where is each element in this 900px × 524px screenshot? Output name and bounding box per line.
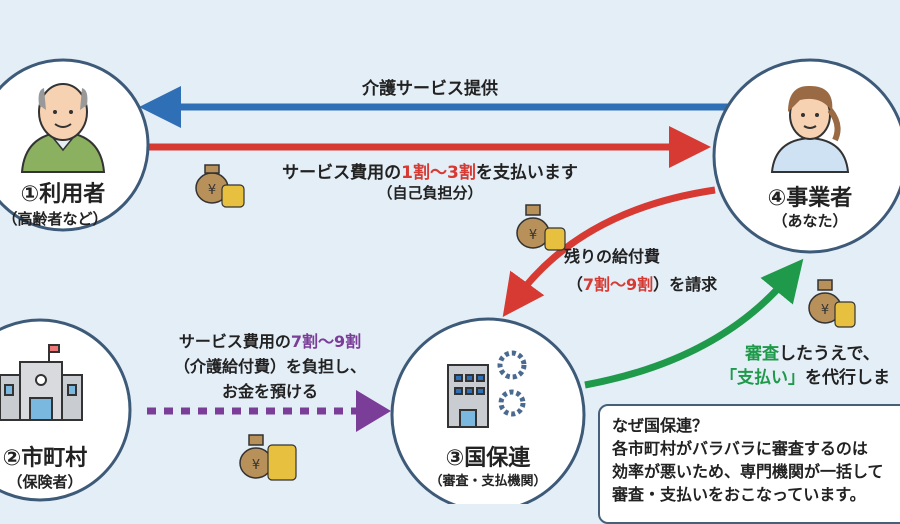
deposit-text: サービス費用の — [178, 332, 291, 351]
money-bag-icon: ¥ — [516, 204, 566, 251]
provider-label: ④事業者 — [767, 186, 853, 211]
deposit-line3: お金を預ける — [221, 382, 319, 401]
claim-close: ）を請求 — [653, 275, 718, 294]
elderly-person-icon — [20, 83, 106, 173]
payment-line2: 「支払い」を代行しま — [720, 363, 890, 388]
claim-highlight: 7割〜9割 — [582, 275, 654, 294]
money-bag-icon: ¥ — [195, 164, 245, 208]
claim-arrow — [502, 186, 716, 318]
payment-arrow — [584, 258, 804, 389]
deposit-line1: サービス費用の7割〜9割 — [179, 328, 361, 352]
deposit-highlight: 7割〜9割 — [290, 332, 362, 351]
info-line: 各市町村がバラバラに審査するのは — [612, 439, 868, 458]
copay-text-post: を支払います — [475, 163, 578, 183]
provider-sub: （あなた） — [772, 212, 848, 230]
copay-sub: （自己負担分） — [377, 184, 483, 202]
money-bag-icon: ¥ — [239, 434, 297, 481]
svg-text:¥: ¥ — [821, 303, 829, 318]
municipality-label: ②市町村 — [2, 446, 88, 471]
payment-highlight1: 審査 — [745, 344, 779, 364]
user-sub: （高齢者など） — [2, 210, 108, 228]
user-label: ①利用者 — [20, 182, 106, 207]
municipality-sub: （保険者） — [7, 473, 83, 491]
kokuhoren-sub: （審査・支払機関） — [429, 474, 547, 489]
info-line: 効率が悪いため、専門機関が一括して — [612, 462, 884, 481]
diagram-graphics: ¥ ¥ ¥ ¥ — [0, 58, 900, 504]
payment-highlight2: 「支払い」 — [720, 368, 805, 388]
office-gears-icon — [447, 350, 527, 428]
svg-text:¥: ¥ — [208, 183, 216, 198]
service-label: 介護サービス提供 — [362, 79, 498, 99]
deposit-line2: （介護給付費）を負担し、 — [173, 357, 367, 376]
city-hall-icon — [0, 344, 83, 421]
copay-label: サービス費用の1割〜3割を支払います — [282, 158, 578, 183]
info-box: なぜ国保連？ 各市町村がバラバラに審査するのは 効率が悪いため、専門機関が一括し… — [598, 404, 900, 524]
kokuhoren-label: ③国保連 — [445, 446, 531, 471]
payment-text1: したうえで、 — [779, 344, 880, 364]
payment-text2: を代行しま — [805, 368, 890, 388]
claim-line2: （7割〜9割）を請求 — [567, 271, 717, 295]
payment-line1: 審査したうえで、 — [745, 339, 880, 364]
info-title: なぜ国保連？ — [612, 416, 709, 435]
svg-text:¥: ¥ — [529, 228, 537, 243]
copay-text: サービス費用の — [282, 163, 402, 183]
copay-highlight: 1割〜3割 — [401, 163, 476, 183]
claim-line1: 残りの給付費 — [563, 247, 661, 266]
info-line: 審査・支払いをおこなっています。 — [612, 485, 866, 504]
money-bag-icon: ¥ — [808, 279, 856, 328]
claim-open: （ — [566, 275, 583, 294]
svg-text:¥: ¥ — [252, 458, 260, 473]
staff-person-icon — [770, 85, 850, 173]
